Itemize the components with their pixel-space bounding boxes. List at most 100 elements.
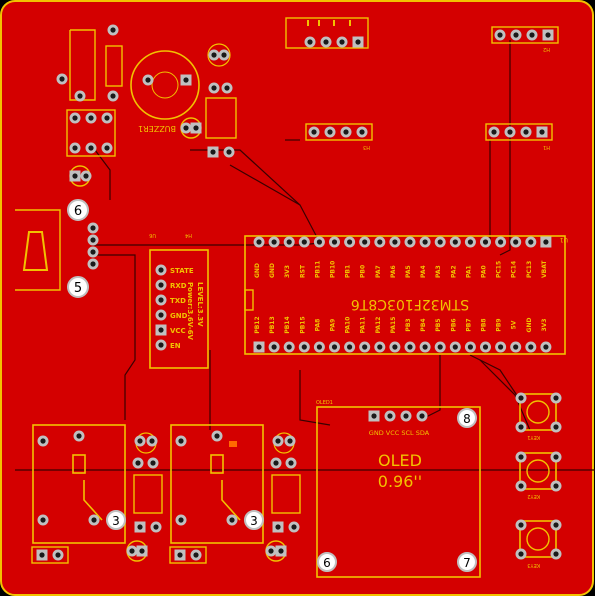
bt-pin-label: EN (170, 342, 181, 350)
mcu-bottom-pin-label: PB13 (269, 316, 276, 333)
mcu-top-pin-label: PC13 (526, 261, 533, 278)
trace-layer (15, 40, 595, 471)
mcu-bottom-pin-label: PA8 (314, 319, 321, 332)
oled-pins: GND VCC SCL SDA (369, 429, 430, 437)
mcu-bottom-pin-label: PB12 (254, 316, 261, 333)
oled-corner-7: 7 (463, 556, 471, 570)
mcu-top-pin-label: GND (269, 263, 276, 278)
oled-ref: OLED1 (316, 400, 333, 406)
mcu-top-pin-label: 3V3 (284, 265, 291, 278)
mcu-bottom-pin-label: PB14 (284, 316, 291, 333)
mcu-top-pin-label: PB0 (360, 265, 367, 278)
mcu-bottom-pin-label: PB15 (299, 316, 306, 333)
mcu-top-pin-label: PA1 (465, 265, 472, 278)
mcu-top-pin-label: PA4 (420, 265, 427, 278)
jack-center-pin: 3 (250, 514, 258, 528)
mcu-bottom-pin-label: PB4 (420, 318, 427, 331)
mcu-bottom-pin-label: PB8 (481, 318, 488, 331)
copper-trace (229, 441, 237, 447)
transistor-q1 (207, 43, 231, 67)
mcu-bottom-pin-label: PB7 (465, 318, 472, 331)
bt-pin-label: STATE (170, 267, 194, 275)
led-3 (69, 165, 92, 187)
header-h4 (285, 17, 369, 49)
mcu-top-pin-label: GND (254, 263, 261, 278)
bt-level: LEVEL:3.3V (196, 282, 204, 327)
audio-jack-center: 3 (170, 424, 264, 544)
h2-ref: H2 (543, 46, 550, 52)
header-bottom-left (31, 546, 69, 564)
mcu-bottom-pin-label: 5V (511, 320, 518, 329)
usb-pin-6: 6 (74, 204, 82, 219)
bluetooth-module: U6 H4 STATE RXD TXD GND VCC EN LEVEL:3.3V Pow… (149, 232, 209, 369)
h4-ref: H4 (185, 232, 192, 238)
header-h1: H1 (485, 123, 553, 150)
oled-size: 0.96'' (378, 472, 422, 491)
audio-jack-left: 3 (32, 424, 126, 544)
mcu-top-pin-label: PC15 (496, 261, 503, 278)
led-lcd2 (180, 117, 202, 139)
mcu-bottom-pin-label: PA12 (375, 317, 382, 334)
resistor-r1 (205, 97, 237, 139)
jack-center-passives (265, 432, 301, 562)
bt-pin-label: VCC (170, 327, 186, 335)
switch-6pin (66, 109, 116, 157)
bt-pin-label: GND (170, 312, 188, 320)
mcu-bottom-pin-label: 3V3 (541, 319, 548, 332)
mcu-bottom-pin-row: PB12 PB13 PB14 PB15 PA8 PA9 PA10 PA11 PA12 PA15 PB… (253, 316, 552, 353)
mcu-top-pin-label: PB10 (330, 261, 337, 278)
mcu-bottom-pin-label: PA9 (330, 319, 337, 332)
h1-ref: H1 (543, 144, 550, 150)
mcu-bottom-pin-label: PA10 (345, 317, 352, 334)
h3-ref: H3 (363, 144, 370, 150)
oled-title: OLED (378, 451, 422, 470)
header-bottom-center (169, 546, 207, 564)
mcu-name: STM32F103C8T6 (351, 296, 469, 312)
bt-pin-label: RXD (170, 282, 187, 290)
mcu-top-pin-label: PB1 (345, 265, 352, 278)
mcu-bottom-pin-label: PA15 (390, 317, 397, 334)
usb-pin-5: 5 (74, 281, 82, 296)
mcu-top-pin-row: GND GND 3V3 RST PB11 PB10 PB1 PB0 PA7 PA6 PA5 PA4 PA… (253, 236, 552, 278)
header-h3: H3 (305, 123, 373, 150)
mcu-top-pin-label: RST (299, 264, 306, 278)
mcu-top-pin-label: PA6 (390, 265, 397, 278)
buzzer-label: BUZZER1 (138, 124, 176, 133)
jack-left-pin: 3 (112, 514, 120, 528)
jack-left-passives (126, 432, 163, 562)
mcu-bottom-pin-label: PB5 (435, 318, 442, 331)
oled-corner-8: 8 (463, 412, 471, 426)
oled-corner-6: 6 (323, 556, 331, 570)
mcu-bottom-pin-label: PB9 (496, 318, 503, 331)
u6-ref: U6 (149, 232, 156, 238)
mcu-bottom-pin-label: GND (526, 318, 533, 333)
mcu-top-pin-label: PA7 (375, 265, 382, 278)
key3-ref: KEY3 (527, 562, 540, 568)
key-3: KEY3 (515, 519, 562, 568)
bt-pin-label: TXD (170, 297, 186, 305)
mcu-top-pin-label: PA5 (405, 265, 412, 278)
key-1: KEY1 (515, 392, 562, 440)
mcu-top-pin-label: PC14 (511, 261, 518, 278)
mcu-bottom-pin-label: PB3 (405, 318, 412, 331)
mcu-top-pin-label: PA3 (435, 265, 442, 278)
key1-ref: KEY1 (527, 434, 540, 440)
switch-footprint (69, 29, 123, 101)
bt-power: Power:3.6V-6V (186, 282, 194, 340)
header-h2: H2 (491, 26, 559, 52)
mcu-bottom-pin-label: PB6 (450, 318, 457, 331)
bluetooth-pin-row: STATE RXD TXD GND VCC EN (155, 264, 194, 351)
mcu-ref: U1 (560, 236, 568, 243)
mcu-top-pin-label: VBAT (541, 260, 548, 278)
mcu-bottom-pin-label: PA11 (360, 317, 367, 334)
mcu-top-pin-label: PB11 (314, 261, 321, 278)
key-2: KEY2 (515, 451, 562, 499)
oled-module: OLED1 GND VCC SCL SDA OLED 0.96'' 8 6 7 (316, 400, 481, 578)
usb-connector: 6 5 (15, 199, 99, 298)
buzzer: BUZZER1 (130, 50, 200, 133)
mcu-top-pin-label: PA0 (481, 265, 488, 278)
key2-ref: KEY2 (527, 493, 540, 499)
